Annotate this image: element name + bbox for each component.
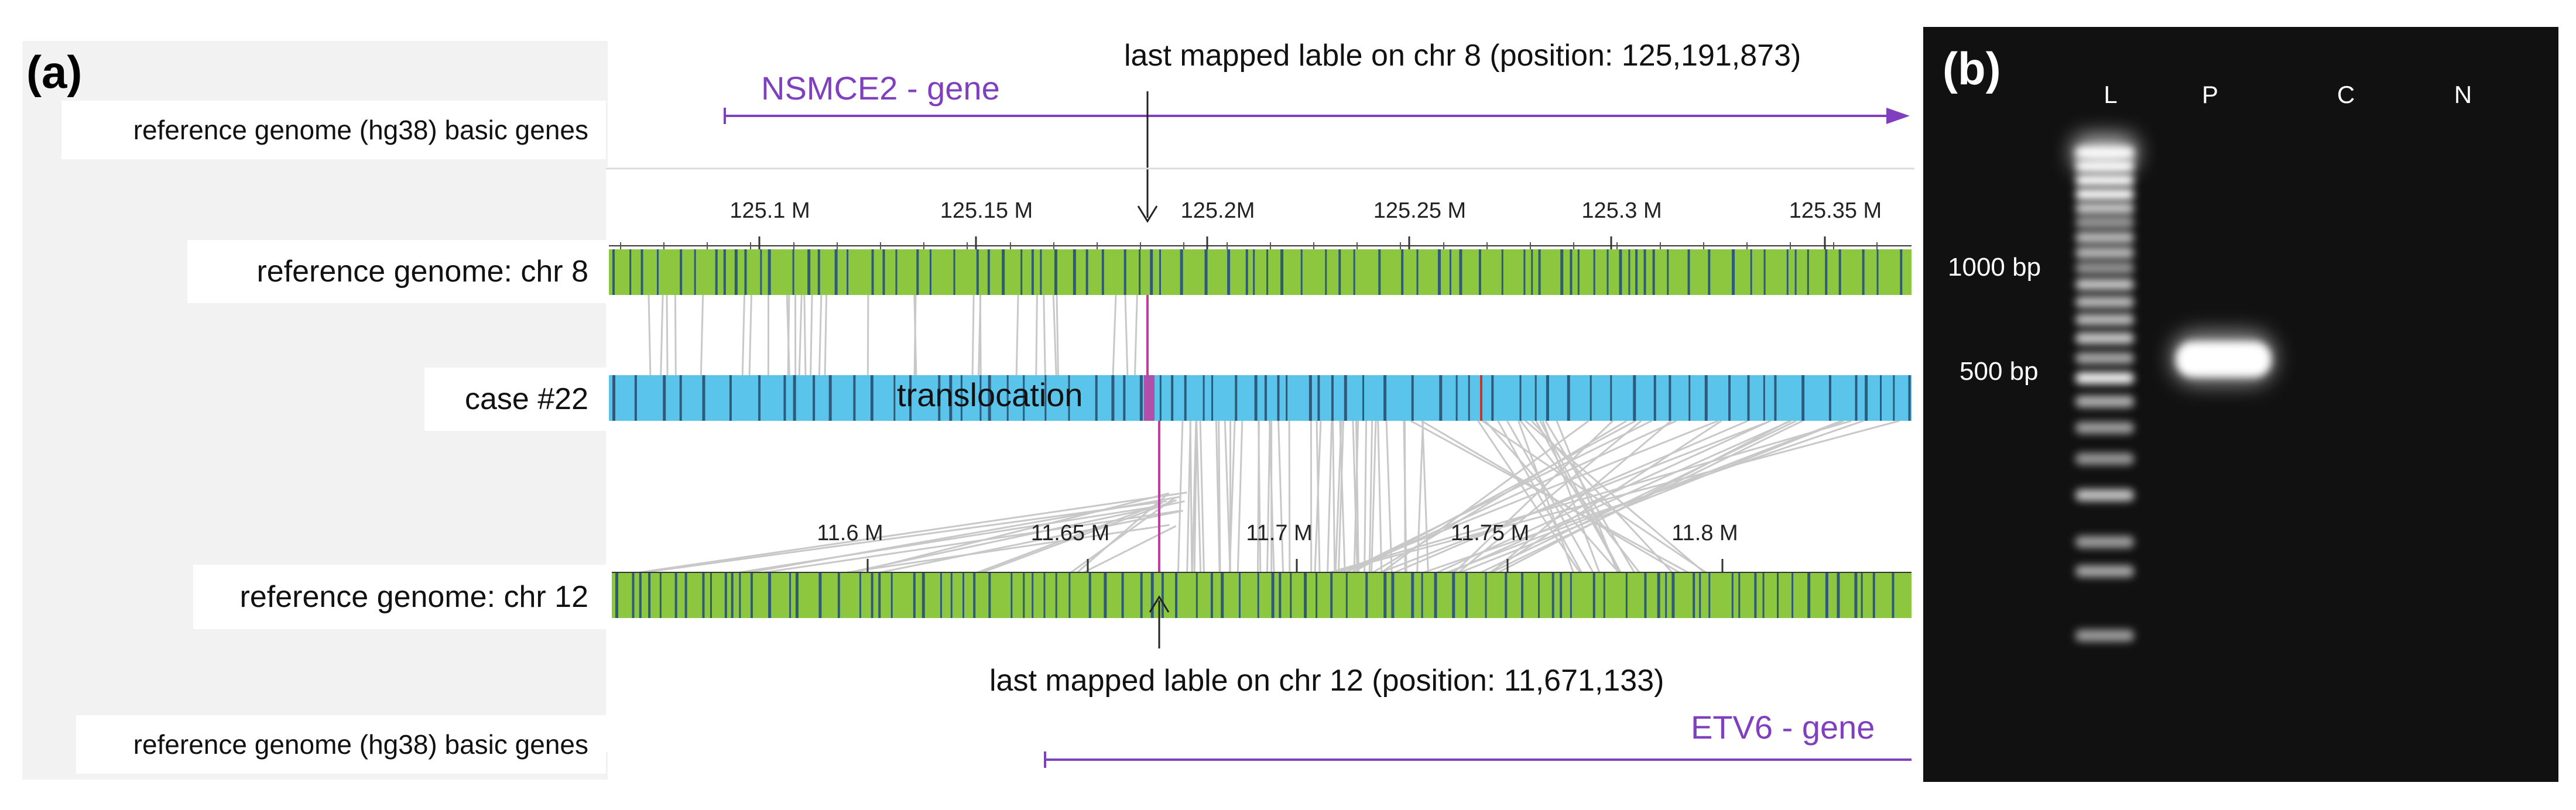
panel-a-track-area (606, 167, 1914, 752)
annotation-chr8: last mapped lable on chr 8 (position: 12… (1124, 39, 1801, 73)
ladder-band (2075, 262, 2134, 274)
ladder-band (2075, 422, 2134, 434)
ladder-band (2075, 372, 2134, 384)
ladder-band (2075, 174, 2134, 186)
marker-1000bp: 1000 bp (1948, 253, 2041, 282)
label-case: case #22 (424, 368, 606, 431)
ladder-band (2075, 489, 2134, 501)
panel-b-gel: L P C N 1000 bp 500 bp (1923, 27, 2558, 782)
ladder-band (2075, 630, 2134, 641)
gel-background (1923, 27, 2558, 782)
panel-a-letter: (a) (26, 46, 83, 98)
lane-label: P (2202, 81, 2218, 108)
ladder-band (2075, 565, 2134, 577)
ladder-band (2075, 536, 2134, 548)
ladder-band (2075, 217, 2134, 228)
ladder-glow (2073, 135, 2137, 170)
ladder-band (2075, 203, 2134, 214)
label-chr12: reference genome: chr 12 (193, 565, 606, 629)
lane-label: L (2104, 81, 2117, 108)
ladder-band (2075, 314, 2134, 325)
ladder-band (2075, 296, 2134, 308)
ladder-band (2075, 188, 2134, 200)
ladder-band (2075, 396, 2134, 407)
ladder-band (2075, 453, 2134, 465)
label-genes-top: reference genome (hg38) basic genes (61, 101, 606, 159)
lane-label: N (2454, 81, 2472, 108)
p-lane-band (2172, 332, 2274, 384)
label-chr8: reference genome: chr 8 (187, 240, 606, 303)
ladder-band (2075, 352, 2134, 364)
ladder-band (2075, 247, 2134, 259)
marker-500bp: 500 bp (1960, 357, 2039, 386)
lane-label: C (2337, 81, 2355, 108)
ladder-band (2075, 332, 2134, 344)
label-genes-bottom: reference genome (hg38) basic genes (76, 715, 606, 774)
panel-b-letter: (b) (1943, 43, 2001, 94)
gene-nsmce2-label: NSMCE2 - gene (761, 70, 1000, 107)
gene-nsmce2-arrowhead (1886, 108, 1910, 124)
ladder-band (2075, 279, 2134, 290)
ladder-band (2075, 232, 2134, 243)
